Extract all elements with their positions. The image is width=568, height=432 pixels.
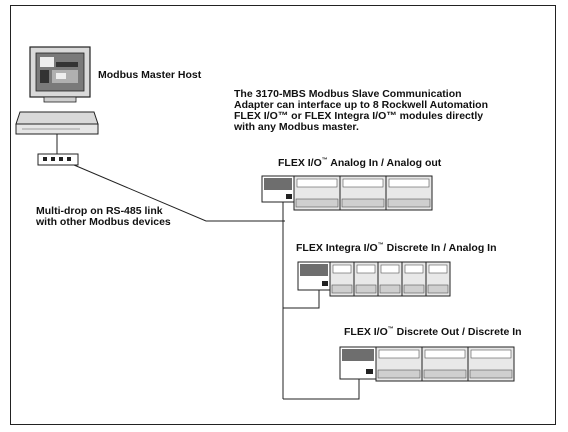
flex-io-group-3 [339,346,515,382]
trademark-mark: ™ [387,326,394,333]
group-2-name: FLEX Integra I/O [296,242,378,254]
group-1-name: FLEX I/O [278,157,322,169]
adapter-description: The 3170-MBS Modbus Slave Communication … [234,88,488,133]
group-1-desc: Analog In / Analog out [327,157,442,169]
group-3-name: FLEX I/O [344,326,388,338]
host-label: Modbus Master Host [98,69,202,81]
flex-integra-group [297,261,451,297]
rs485-bus [73,164,360,400]
flex-io-group-1 [261,175,433,211]
group-3-desc: Discrete Out / Discrete In [393,326,522,338]
multidrop-label: Multi-drop on RS-485 link with other Mod… [36,205,171,228]
group-2-desc: Discrete In / Analog In [383,242,497,254]
group-2-title: FLEX Integra I/O™ Discrete In / Analog I… [296,242,497,254]
trademark-mark: ™ [377,242,384,249]
trademark-mark: ™ [321,157,328,164]
rs485-converter [37,153,79,166]
diagram-frame [10,5,556,425]
computer-icon [15,46,99,135]
group-3-title: FLEX I/O™ Discrete Out / Discrete In [344,326,522,338]
group-1-title: FLEX I/O™ Analog In / Analog out [278,157,441,169]
